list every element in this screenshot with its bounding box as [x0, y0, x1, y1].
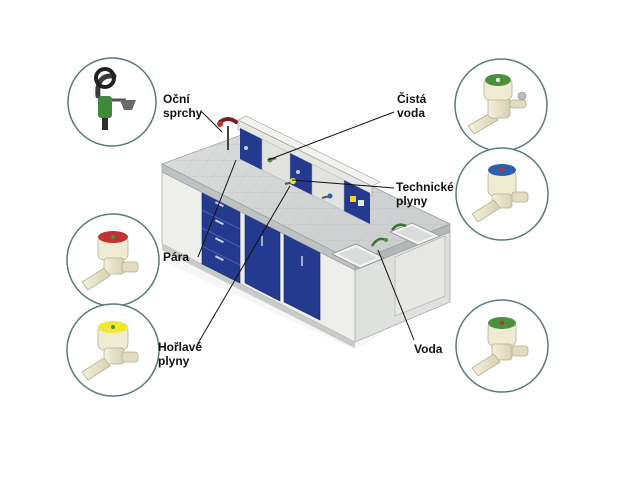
service-panel-1 [240, 128, 262, 170]
leader-water [377, 249, 415, 341]
gas-valve-on-bench [284, 178, 296, 185]
clean-water-valve-icon [467, 74, 527, 135]
steam-callout [66, 213, 160, 307]
label-clean-water: Čistá voda [397, 92, 426, 120]
label-clean-water-line1: Čistá [397, 92, 427, 106]
leader-technical-gas [291, 179, 395, 189]
label-flammable-gas: Hořlavé plyny [158, 340, 202, 368]
technical-gas-valve-icon [471, 164, 529, 223]
eye-shower-on-bench [217, 117, 238, 150]
label-flammable-gas-line2: plyny [158, 354, 190, 368]
flammable-gas-callout [66, 303, 160, 397]
water-callout [455, 299, 549, 393]
label-eye-shower-line2: sprchy [163, 106, 203, 120]
sink-left [331, 243, 385, 269]
leader-flammable-gas [196, 185, 291, 346]
flammable-gas-valve-icon [81, 321, 139, 381]
water-tap-on-bench [370, 223, 407, 247]
eye-shower-callout [67, 57, 157, 147]
leader-clean-water [267, 111, 395, 161]
service-panel-2 [290, 153, 312, 195]
label-eye-shower: Oční sprchy [163, 92, 202, 120]
label-steam: Pára [163, 250, 189, 264]
label-clean-water-line2: voda [397, 106, 426, 120]
clean-water-callout [454, 58, 548, 152]
label-technical-gas-line2: plyny [396, 194, 428, 208]
leader-steam [197, 159, 237, 258]
label-water-text: Voda [414, 342, 443, 356]
label-water: Voda [414, 342, 442, 356]
steam-valve-icon [81, 231, 139, 291]
label-technical-gas-line1: Technické [396, 180, 454, 194]
water-valve-icon [471, 317, 529, 377]
label-flammable-gas-line1: Hořlavé [158, 340, 203, 354]
eye-shower-icon [94, 67, 136, 130]
label-eye-shower-line1: Oční [163, 92, 190, 106]
leader-lines [196, 111, 415, 346]
label-steam-text: Pára [163, 250, 190, 264]
technical-gas-callout [455, 147, 549, 241]
service-panel-3 [344, 180, 370, 224]
leader-eye-shower [201, 111, 223, 133]
technical-gas-valve-on-bench [321, 193, 333, 199]
lab-bench [160, 115, 451, 350]
label-technical-gas: Technické plyny [396, 180, 454, 208]
